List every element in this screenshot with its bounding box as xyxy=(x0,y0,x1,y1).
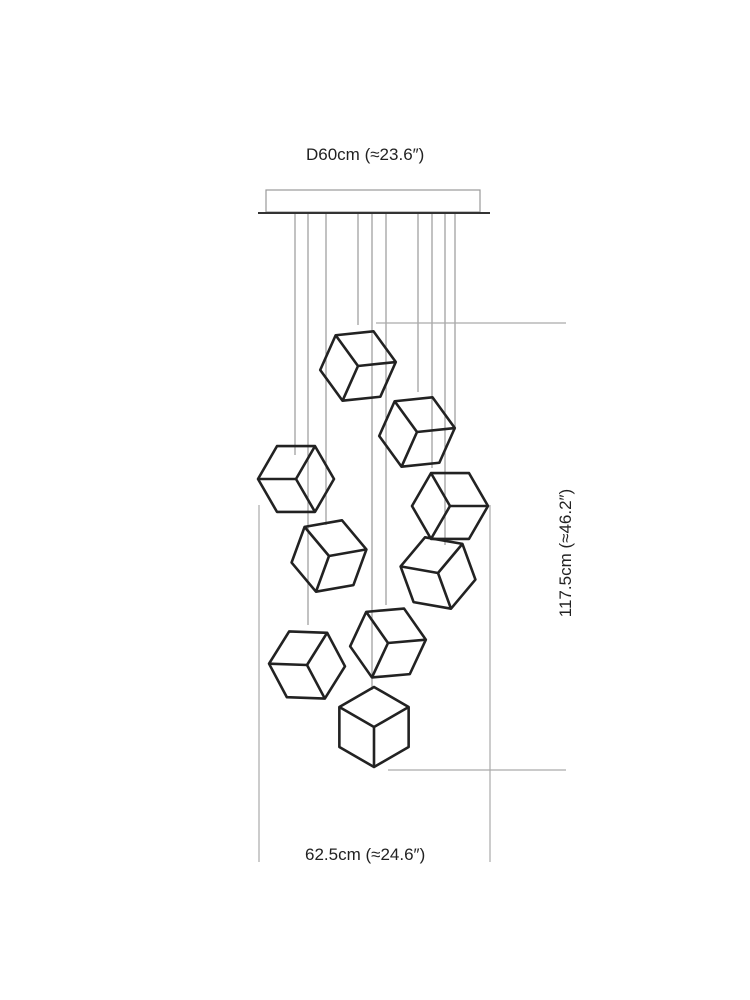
cube-pendant xyxy=(377,395,457,469)
width-dimension xyxy=(258,505,491,862)
cube-pendant xyxy=(399,535,477,611)
cube-pendant xyxy=(256,444,336,514)
cube-pendant xyxy=(267,630,347,700)
suspension-wires xyxy=(294,214,456,690)
cube-pendant xyxy=(348,607,428,679)
height-dimension xyxy=(376,322,566,771)
cube-pendants xyxy=(256,329,490,769)
ceiling-canopy xyxy=(258,189,490,214)
drop-height-label: 117.5cm (≈46.2″) xyxy=(556,488,575,618)
cube-pendant xyxy=(338,685,410,769)
canopy-diameter-label: D60cm (≈23.6″) xyxy=(306,145,425,164)
cube-pendant xyxy=(318,329,398,403)
cube-pendant xyxy=(290,518,368,594)
overall-width-label: 62.5cm (≈24.6″) xyxy=(305,845,426,864)
